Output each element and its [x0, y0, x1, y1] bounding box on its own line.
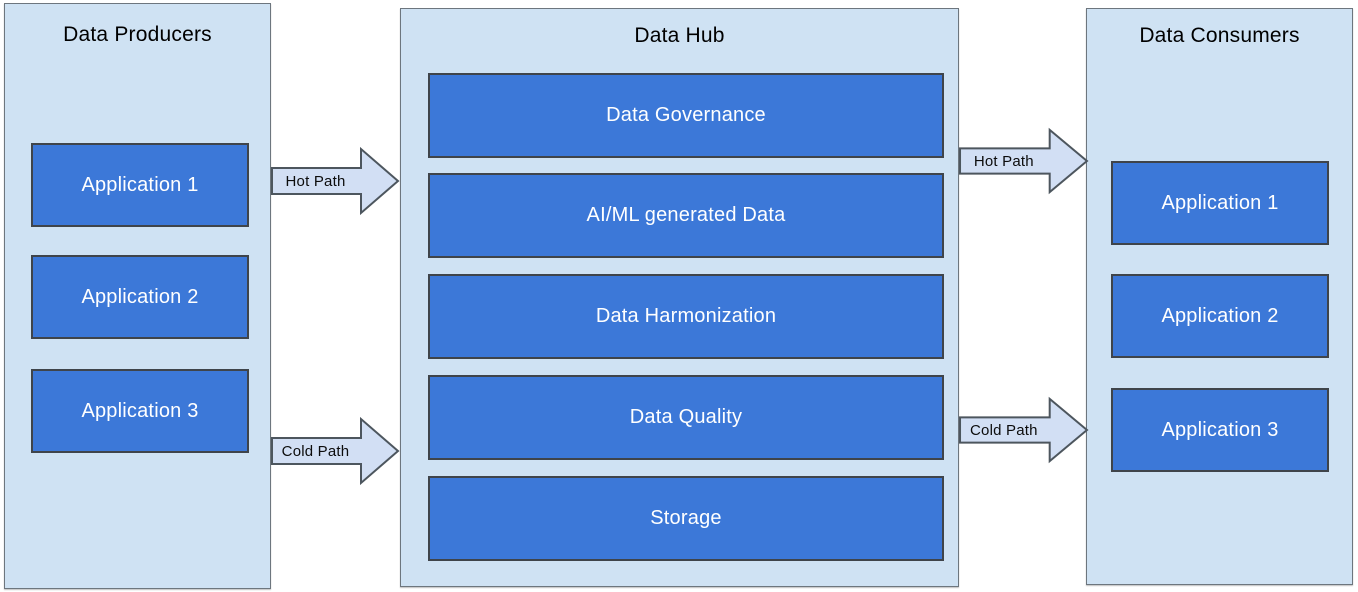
- box-producer-application-2: Application 2: [31, 255, 249, 339]
- right-arrow-icon: [959, 396, 1089, 464]
- right-arrow-icon: [959, 127, 1089, 195]
- box-consumer-application-1: Application 1: [1111, 161, 1329, 245]
- panel-data-hub: Data Hub Data Governance AI/ML generated…: [400, 8, 959, 587]
- box-data-harmonization: Data Harmonization: [428, 274, 944, 359]
- panel-title-data-consumers: Data Consumers: [1139, 24, 1300, 47]
- cold-path-arrow-producers-to-hub: Cold Path: [270, 416, 400, 486]
- panel-title-data-producers: Data Producers: [63, 23, 212, 46]
- hot-path-arrow-hub-to-consumers: Hot Path: [958, 127, 1089, 195]
- panel-data-consumers: Data Consumers Application 1 Application…: [1086, 8, 1353, 585]
- box-data-quality: Data Quality: [428, 375, 944, 460]
- box-producer-application-1: Application 1: [31, 143, 249, 227]
- arrow-label: Hot Path: [973, 152, 1034, 170]
- arrow-label: Hot Path: [285, 172, 346, 190]
- box-consumer-application-3: Application 3: [1111, 388, 1329, 472]
- box-storage: Storage: [428, 476, 944, 561]
- right-arrow-icon: [271, 146, 400, 216]
- panel-title-data-hub: Data Hub: [634, 24, 725, 47]
- arrow-label: Cold Path: [281, 442, 350, 460]
- hot-path-arrow-producers-to-hub: Hot Path: [270, 146, 400, 216]
- cold-path-arrow-hub-to-consumers: Cold Path: [958, 396, 1089, 464]
- arrow-label: Cold Path: [970, 421, 1038, 439]
- box-ai-ml-generated-data: AI/ML generated Data: [428, 173, 944, 258]
- right-arrow-icon: [271, 416, 400, 486]
- box-producer-application-3: Application 3: [31, 369, 249, 453]
- box-consumer-application-2: Application 2: [1111, 274, 1329, 358]
- box-data-governance: Data Governance: [428, 73, 944, 158]
- panel-data-producers: Data Producers Application 1 Application…: [4, 3, 271, 589]
